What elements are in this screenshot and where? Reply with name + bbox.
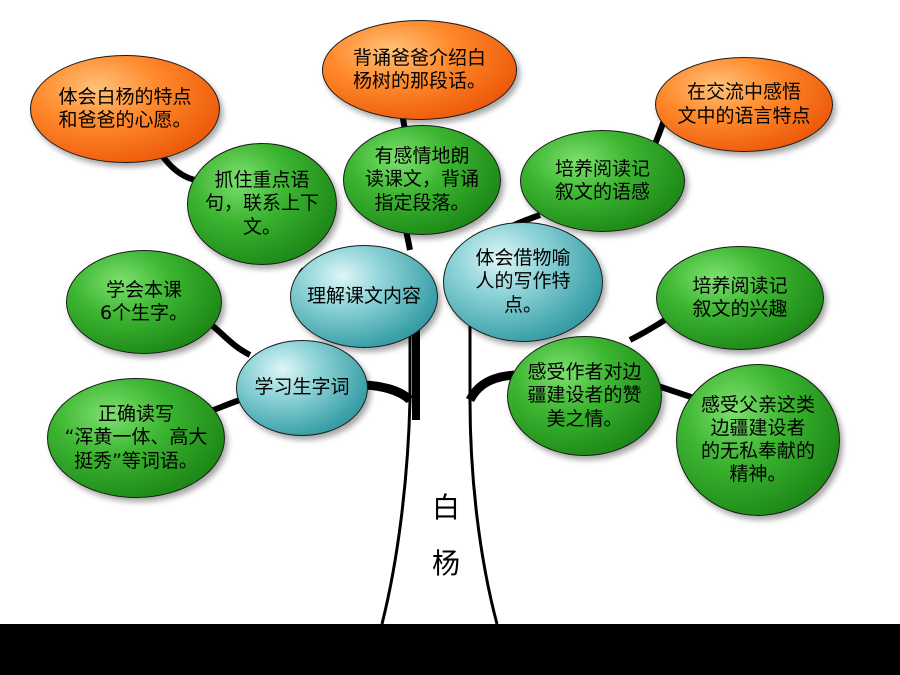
node-recite-passage: 背诵爸爸介绍白 杨树的那段话。	[322, 20, 517, 120]
node-text: 在交流中感悟 文中的语言特点	[677, 81, 811, 127]
node-learn-words: 学习生字词	[236, 340, 368, 436]
node-text: 培养阅读记 叙文的语感	[554, 157, 650, 203]
trunk-label: 白 杨	[431, 491, 460, 580]
node-read-write-words: 正确读写 “浑黄一体、高大 挺秀”等词语。	[47, 378, 225, 498]
node-text: 正确读写 “浑黄一体、高大 挺秀”等词语。	[64, 403, 208, 472]
node-text: 培养阅读记 叙文的兴趣	[692, 274, 788, 320]
node-read-aloud: 有感情地朗 读课文，背诵 指定段落。	[343, 125, 501, 235]
node-writing-style: 体会借物喻 人的写作特 点。	[443, 222, 603, 342]
footer-bar	[0, 624, 900, 675]
node-understand-text: 理解课文内容	[290, 245, 438, 348]
node-text: 学习生字词	[254, 376, 350, 399]
node-text: 感受父亲这类 边疆建设者 的无私奉献的 精神。	[700, 393, 815, 486]
node-learn-characters: 学会本课 6个生字。	[66, 250, 222, 354]
node-text: 体会白杨的特点 和爸爸的心愿。	[58, 85, 192, 131]
trunk-outline	[380, 300, 499, 625]
node-father-dedication: 感受父亲这类 边疆建设者 的无私奉献的 精神。	[676, 364, 840, 516]
node-text: 感受作者对边 疆建设者的赞 美之情。	[527, 361, 642, 430]
node-language-features: 在交流中感悟 文中的语言特点	[655, 57, 833, 152]
node-reading-interest: 培养阅读记 叙文的兴趣	[656, 246, 824, 350]
node-text: 理解课文内容	[306, 284, 421, 307]
node-text: 体会借物喻 人的写作特 点。	[475, 247, 571, 316]
node-text: 学会本课 6个生字。	[99, 278, 189, 324]
node-reading-sense: 培养阅读记 叙文的语感	[520, 130, 685, 232]
node-text: 背诵爸爸介绍白 杨树的那段话。	[352, 46, 486, 92]
node-text: 有感情地朗 读课文，背诵 指定段落。	[364, 145, 479, 214]
node-understand-features: 体会白杨的特点 和爸爸的心愿。	[30, 55, 220, 163]
node-key-sentences: 抓住重点语 句，联系上下 文。	[187, 143, 337, 265]
node-text: 抓住重点语 句，联系上下 文。	[204, 169, 319, 238]
node-admire-builders: 感受作者对边 疆建设者的赞 美之情。	[507, 336, 662, 456]
